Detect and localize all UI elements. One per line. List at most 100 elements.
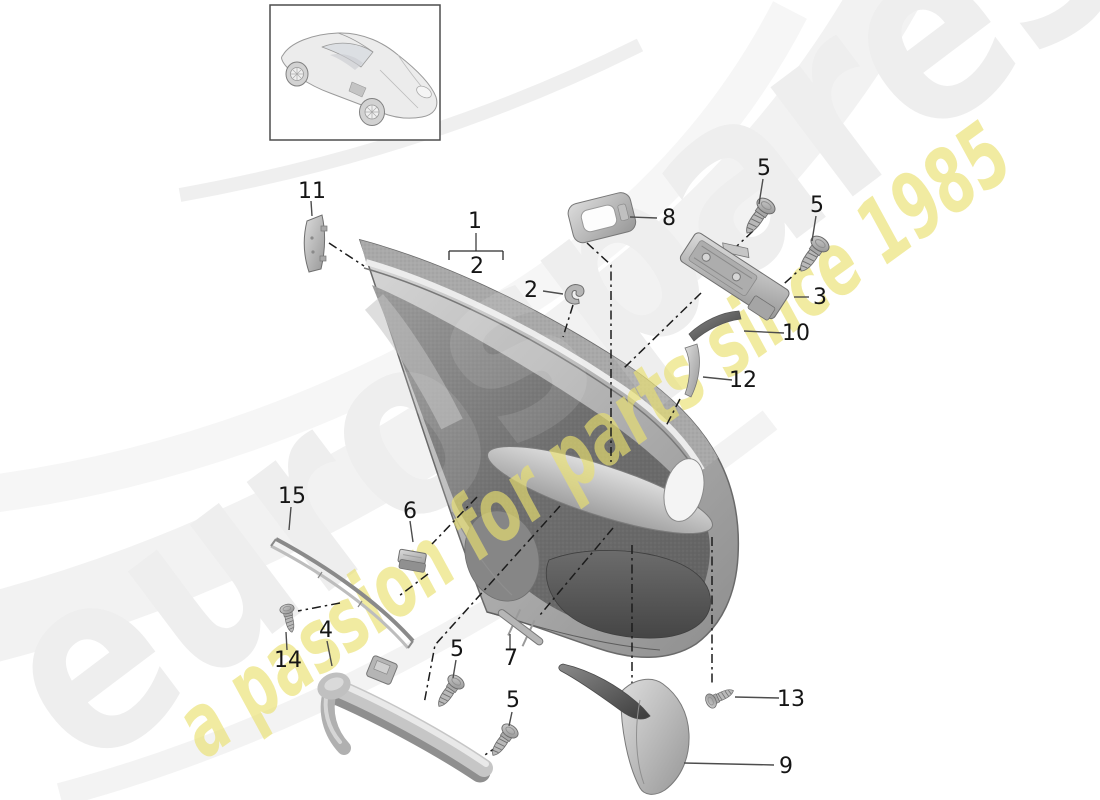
car-rear-spokes	[291, 68, 303, 80]
callout-6[interactable]: 6	[403, 499, 417, 524]
pull-handle-arm-highlight	[337, 681, 489, 767]
callout-10[interactable]: 10	[782, 321, 810, 346]
assembly-line-4	[423, 505, 561, 705]
leader-15	[288, 506, 292, 531]
part-trim-strip-10	[688, 310, 742, 342]
part-trim-sliver-12	[684, 343, 700, 398]
callout-12[interactable]: 12	[729, 368, 757, 393]
pull-handle-knob-highlight	[324, 677, 344, 691]
part-door-panel	[358, 238, 740, 658]
leader-10	[743, 330, 785, 334]
leader-6	[409, 520, 414, 543]
leader-2	[542, 290, 564, 295]
callout-5-top-left[interactable]: 5	[757, 156, 771, 181]
lower-cover-crease	[636, 699, 645, 785]
leader-9	[683, 762, 775, 766]
door-panel-top-rail-texture	[360, 240, 718, 470]
bracket-hole	[701, 252, 711, 262]
car-cockpit	[330, 53, 363, 70]
callout-1-2-bracket	[448, 250, 504, 260]
callout-9[interactable]: 9	[779, 754, 793, 779]
door-panel-handle-recess	[663, 458, 705, 522]
tweeter-cover-pin	[310, 236, 314, 240]
part-tweeter-cover	[303, 214, 328, 273]
trim-rail-ends	[270, 538, 414, 649]
bracket-detail-lines	[693, 245, 753, 290]
car-front-spokes	[365, 105, 379, 119]
part-handle-bracket	[679, 232, 790, 321]
leader-5c	[452, 659, 457, 679]
tweeter-cover-pin	[311, 250, 315, 254]
handle-bezel-opening	[580, 204, 618, 233]
leader-8	[629, 216, 658, 219]
callout-3[interactable]: 3	[813, 285, 827, 310]
tweeter-cover-body	[303, 214, 325, 273]
callout-13[interactable]: 13	[777, 687, 805, 712]
callout-8[interactable]: 8	[662, 206, 676, 231]
car-side-intake	[348, 81, 367, 98]
clip-block-base	[398, 559, 426, 573]
handle-bezel-notch	[617, 203, 629, 221]
assembly-line-2	[562, 304, 574, 338]
trim-rail-clips	[317, 571, 363, 608]
lower-cover-crescent	[558, 663, 651, 720]
leader-14	[285, 631, 288, 651]
callout-5-top-right[interactable]: 5	[810, 193, 824, 218]
car-headlight	[416, 85, 432, 99]
tweeter-cover-tab	[319, 255, 327, 262]
trim-rail-outer	[275, 537, 415, 643]
clip-body	[564, 284, 585, 305]
callout-label-group: 1 2 2 3 4 5 5 5 5 6 7 8 9 10 11 12 13 14…	[274, 156, 827, 779]
leader-line-group	[285, 178, 817, 766]
door-panel-armrest	[487, 445, 713, 535]
trim-rail-inner	[270, 544, 410, 649]
door-panel-speaker-area	[464, 510, 540, 602]
callout-1[interactable]: 1	[468, 209, 482, 234]
callout-14[interactable]: 14	[274, 648, 302, 673]
callout-7[interactable]: 7	[504, 646, 518, 671]
part-pin-rod-7	[497, 609, 544, 647]
bracket-hole	[731, 272, 741, 282]
part-clip-block-6	[397, 548, 427, 573]
bracket-lines	[448, 250, 504, 260]
vehicle-thumbnail	[269, 4, 441, 141]
callout-2[interactable]: 2	[524, 278, 538, 303]
pull-handle-arm	[329, 679, 493, 777]
porsche-sports-car-sketch-icon	[281, 32, 438, 126]
callout-5-lower-mid[interactable]: 5	[506, 688, 520, 713]
leader-13	[734, 696, 780, 699]
door-panel-crease	[451, 511, 513, 596]
callout-5-lower-left[interactable]: 5	[450, 637, 464, 662]
clip-block-line	[402, 554, 422, 559]
part-screw-13	[703, 683, 737, 711]
leader-4	[326, 640, 333, 667]
door-panel-pocket	[545, 550, 711, 639]
leader-5b	[811, 215, 817, 242]
assembly-line-6-14	[297, 496, 478, 612]
tweeter-cover-tab	[320, 225, 328, 232]
lower-cover-body	[620, 678, 690, 795]
car-roof-line	[337, 32, 374, 53]
assembly-line-3	[623, 292, 702, 369]
callout-2-bracket[interactable]: 2	[470, 254, 484, 279]
door-panel-reflection	[364, 294, 463, 430]
part-handle-bezel	[567, 192, 637, 244]
assembly-line-12	[665, 398, 681, 427]
door-panel-sill-highlight	[365, 259, 705, 472]
car-body	[281, 32, 438, 119]
parts-group	[270, 192, 833, 795]
part-clip	[564, 284, 585, 305]
door-panel-sill-line	[363, 267, 700, 477]
leader-5d	[508, 711, 513, 727]
pull-handle-tab-inner	[373, 660, 391, 675]
callout-4[interactable]: 4	[319, 618, 333, 643]
callout-15[interactable]: 15	[278, 484, 306, 509]
assembly-line-11	[328, 242, 365, 267]
part-screw-5-lower-left	[431, 671, 468, 712]
pin-rod-body	[497, 609, 544, 646]
pull-handle-tab	[366, 655, 398, 685]
leader-11	[310, 200, 313, 217]
callout-11[interactable]: 11	[298, 179, 326, 204]
